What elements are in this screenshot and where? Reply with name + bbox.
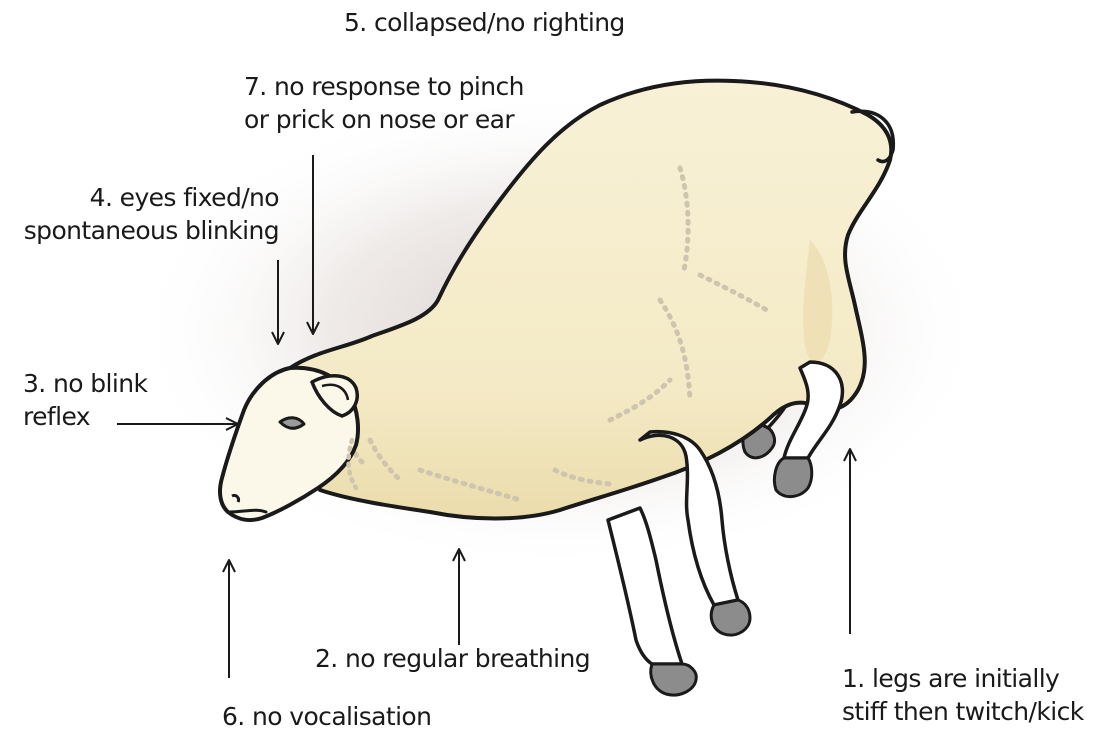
label-no-vocalisation: 6. no vocalisation: [222, 700, 431, 729]
label-no-response-pinch: 7. no response to pinch or prick on nose…: [244, 70, 524, 136]
label-collapsed: 5. collapsed/no righting: [344, 6, 625, 39]
label-no-regular-breathing: 2. no regular breathing: [315, 642, 590, 675]
eye: [280, 418, 304, 429]
label-no-blink-reflex: 3. no blink reflex: [23, 367, 147, 433]
label-legs-stiff: 1. legs are initially stiff then twitch/…: [842, 662, 1084, 728]
mouth: [230, 510, 266, 512]
label-eyes-fixed: 4. eyes fixed/no spontaneous blinking: [20, 181, 279, 247]
